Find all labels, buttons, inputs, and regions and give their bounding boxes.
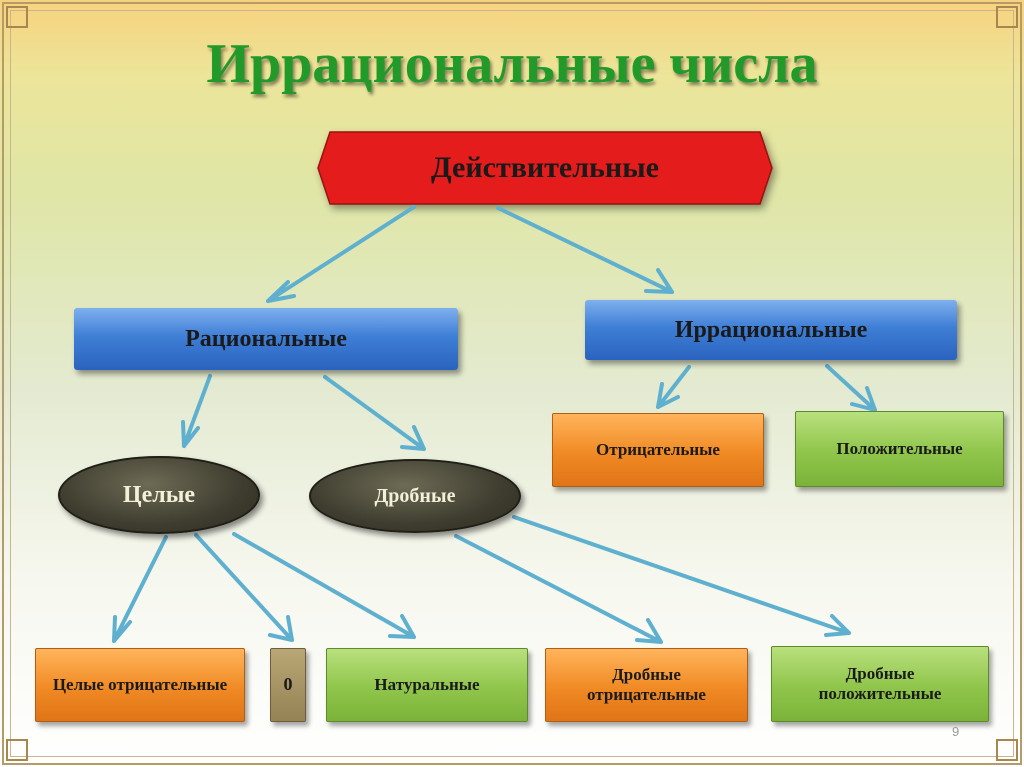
arrow-group — [112, 205, 877, 644]
positive-fractions-node: Дробные положительные — [771, 646, 989, 722]
arrow-rational-to-fractions — [323, 375, 426, 451]
natural-node: Натуральные — [326, 648, 528, 722]
arrow-integers-to-negative-integers — [112, 535, 168, 643]
arrow-integers-to-natural — [232, 532, 416, 639]
arrow-irrational-to-positive — [825, 364, 877, 412]
negative-fractions-node: Дробные отрицательные — [545, 648, 748, 722]
irrational-negative-node: Отрицательные — [552, 413, 764, 487]
frame-corner-bottom-right — [996, 739, 1018, 761]
real-node-label: Действительные — [431, 151, 659, 184]
frame-corner-bottom-left — [6, 739, 28, 761]
irrational-node: Иррациональные — [585, 300, 957, 360]
arrow-real-to-rational — [266, 205, 416, 303]
arrow-irrational-to-negative — [656, 365, 691, 409]
frame-corner-top-left — [6, 6, 28, 28]
frame-corner-top-right — [996, 6, 1018, 28]
real-node-shape — [317, 131, 773, 205]
arrow-integers-to-zero — [194, 533, 294, 642]
arrow-fractions-to-positive-fractions — [512, 515, 851, 637]
arrow-rational-to-integers — [181, 374, 212, 448]
page-title: Иррациональные числа — [206, 33, 818, 95]
page-number: 9 — [952, 724, 960, 739]
rational-node: Рациональные — [74, 308, 458, 370]
irrational-positive-node: Положительные — [795, 411, 1004, 487]
zero-node: 0 — [270, 648, 306, 722]
integers-oval: Целые — [58, 456, 260, 534]
fractions-oval: Дробные — [309, 459, 521, 533]
arrow-fractions-to-negative-fractions — [454, 534, 663, 644]
negative-integers-node: Целые отрицательные — [35, 648, 245, 722]
arrow-real-to-irrational — [496, 206, 674, 294]
